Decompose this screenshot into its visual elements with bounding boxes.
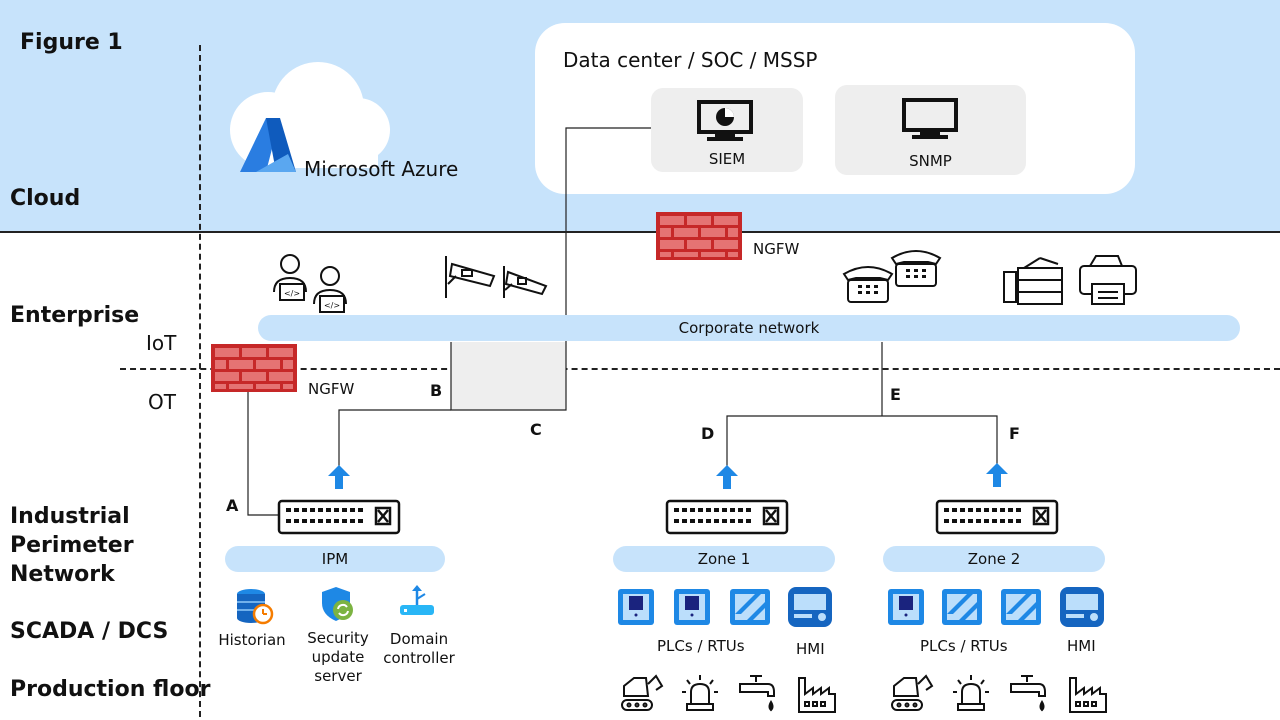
connection-label-e: E	[890, 385, 901, 404]
factory-icon	[797, 674, 837, 719]
ipm-bar: IPM	[225, 546, 445, 572]
siem-icon	[697, 100, 753, 147]
azure-logo	[228, 60, 468, 190]
arrow-up-icon	[986, 463, 1008, 492]
historian-icon	[235, 588, 275, 631]
vertical-divider	[199, 45, 201, 717]
network-switch-icon	[277, 499, 401, 540]
cameras-icon	[442, 254, 554, 305]
svg-text:</>: </>	[284, 289, 300, 298]
arrow-up-icon	[716, 465, 738, 494]
domain-label-1: Domain	[389, 630, 449, 648]
layer-label-iot: IoT	[146, 331, 177, 355]
plc-icon	[617, 588, 655, 631]
rtu-icon	[729, 588, 771, 631]
network-switch-icon	[665, 499, 789, 540]
security-shield-icon	[320, 585, 356, 628]
zone2-plcs-label: PLCs / RTUs	[920, 637, 1008, 655]
cloud-icon	[230, 62, 390, 172]
network-switch-icon	[935, 499, 1059, 540]
ipm-label: IPM	[321, 550, 349, 568]
rtu-icon	[1000, 588, 1042, 631]
layer-label-ipn-2: Perimeter	[10, 533, 134, 558]
zone1-plcs-label: PLCs / RTUs	[657, 637, 745, 655]
zone1-hmi-label: HMI	[796, 640, 825, 658]
siem-label: SIEM	[708, 150, 746, 168]
svg-text:</>: </>	[324, 301, 340, 310]
layer-label-production: Production floor	[10, 677, 211, 702]
firewall-icon-left	[211, 344, 297, 397]
phones-icon	[840, 246, 946, 309]
cloud-divider	[0, 231, 1280, 233]
water-tap-icon	[1009, 674, 1049, 719]
layer-label-cloud: Cloud	[10, 186, 81, 211]
zone2-bar: Zone 2	[883, 546, 1105, 572]
printers-icon	[1000, 254, 1140, 311]
excavator-icon	[620, 672, 664, 717]
connection-label-b: B	[430, 381, 443, 400]
hmi-icon	[1059, 586, 1105, 633]
excavator-icon	[890, 672, 934, 717]
alarm-light-icon	[681, 674, 719, 717]
corporate-network-label: Corporate network	[678, 319, 820, 337]
hmi-icon	[787, 586, 833, 633]
security-label-1: Security	[307, 629, 369, 647]
layer-label-ipn-1: Industrial	[10, 504, 130, 529]
developers-icon: </> </>	[270, 250, 352, 321]
connection-label-c: C	[530, 420, 542, 439]
figure-title: Figure 1	[20, 30, 123, 55]
plc-icon	[887, 588, 925, 631]
iot-ot-divider	[120, 368, 1280, 370]
connection-label-a: A	[226, 496, 239, 515]
layer-label-scada: SCADA / DCS	[10, 619, 169, 644]
connection-label-d: D	[701, 424, 715, 443]
firewall-icon-top	[656, 212, 742, 265]
layer-label-ot: OT	[148, 390, 176, 414]
domain-controller-icon	[398, 585, 436, 626]
layer-label-enterprise: Enterprise	[10, 303, 140, 328]
rtu-icon	[941, 588, 983, 631]
snmp-monitor-icon	[902, 98, 958, 145]
zone2-hmi-label: HMI	[1067, 637, 1096, 655]
zone1-bar: Zone 1	[613, 546, 835, 572]
datacenter-title: Data center / SOC / MSSP	[563, 48, 818, 72]
historian-label: Historian	[218, 631, 286, 649]
zone2-label: Zone 2	[967, 550, 1021, 568]
azure-label: Microsoft Azure	[304, 157, 459, 181]
plc-icon	[673, 588, 711, 631]
security-label-3: server	[314, 667, 362, 685]
domain-label-2: controller	[383, 649, 455, 667]
factory-icon	[1068, 674, 1108, 719]
security-label-2: update	[311, 648, 365, 666]
zone1-label: Zone 1	[697, 550, 751, 568]
arrow-up-icon	[328, 465, 350, 494]
firewall-label-top: NGFW	[753, 240, 800, 258]
layer-label-ipn-3: Network	[10, 562, 115, 587]
firewall-label-left: NGFW	[308, 380, 355, 398]
connection-label-f: F	[1009, 424, 1020, 443]
snmp-label: SNMP	[909, 152, 952, 170]
corporate-network-bar: Corporate network	[258, 315, 1240, 341]
water-tap-icon	[738, 674, 778, 719]
alarm-light-icon	[952, 674, 990, 717]
